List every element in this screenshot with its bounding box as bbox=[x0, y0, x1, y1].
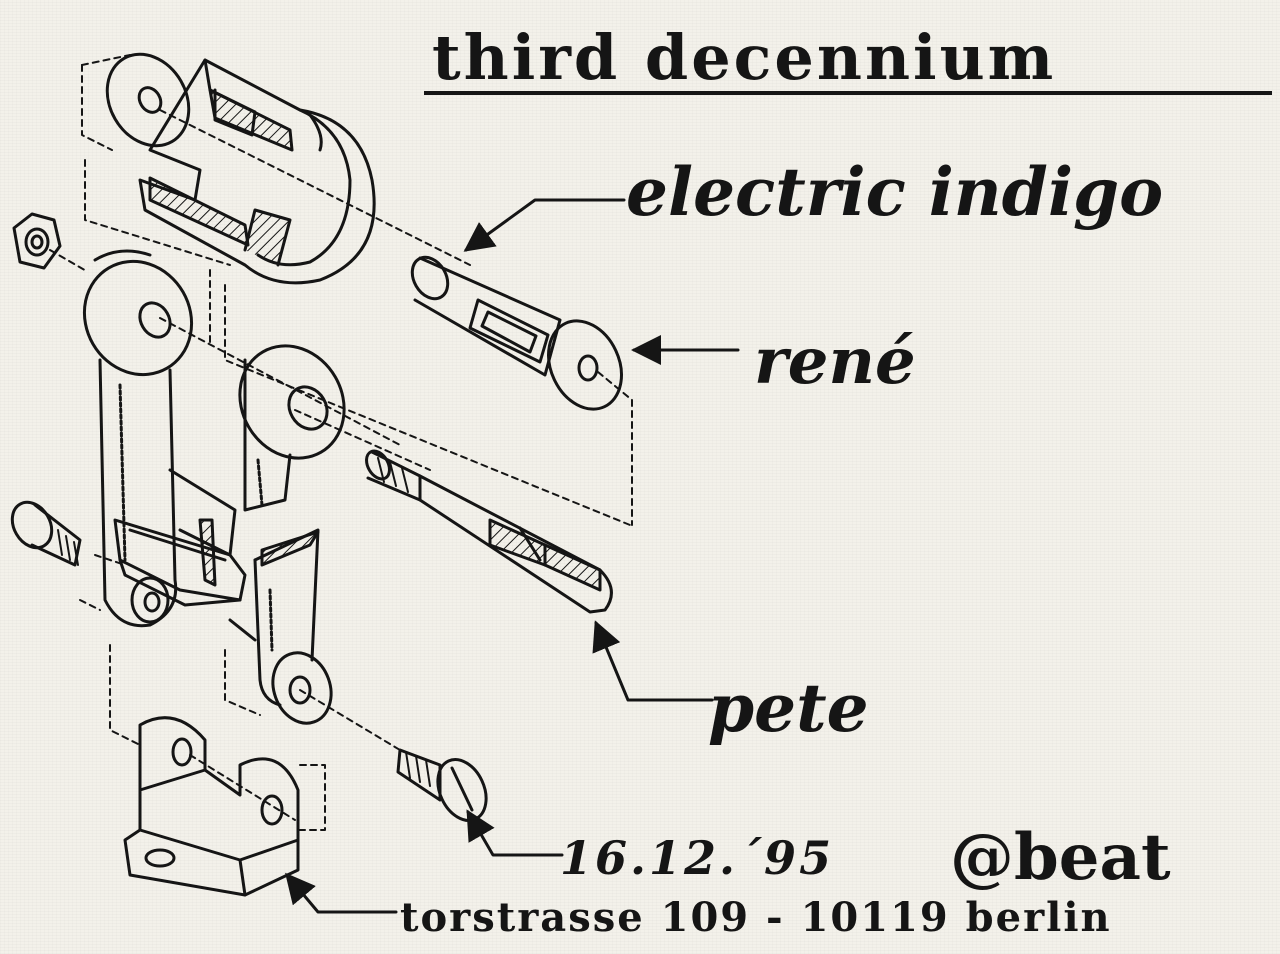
washer-top-drawing bbox=[105, 52, 191, 148]
small-bolt-left-drawing bbox=[10, 500, 82, 567]
artist-label-electric-indigo: electric indigo bbox=[626, 153, 1164, 231]
left-link-arm-drawing bbox=[82, 249, 237, 628]
center-bushing-drawing bbox=[238, 344, 346, 512]
hex-nut-drawing bbox=[12, 212, 62, 270]
venue-address: torstrasse 109 - 10119 berlin bbox=[400, 894, 1112, 941]
t-channel-drawing bbox=[113, 518, 247, 607]
washer-rene-drawing bbox=[547, 319, 623, 411]
cutaway-bushing-drawing bbox=[138, 58, 376, 285]
artist-label-rene: rené bbox=[754, 324, 916, 399]
callout-arrows bbox=[285, 198, 740, 914]
tube-drawing bbox=[410, 255, 562, 377]
screw-drawing bbox=[396, 748, 488, 822]
artist-label-pete: pete bbox=[708, 669, 869, 747]
right-link-arm-drawing bbox=[228, 528, 333, 725]
bottom-bracket-drawing bbox=[123, 716, 300, 897]
flyer-title: third decennium bbox=[432, 21, 1057, 94]
title-underline bbox=[424, 91, 1272, 95]
venue-name: @beat bbox=[950, 820, 1171, 895]
long-bolt-drawing bbox=[365, 449, 613, 614]
dashed-guide-lines bbox=[49, 54, 633, 831]
event-date: 16.12.´95 bbox=[560, 831, 835, 885]
